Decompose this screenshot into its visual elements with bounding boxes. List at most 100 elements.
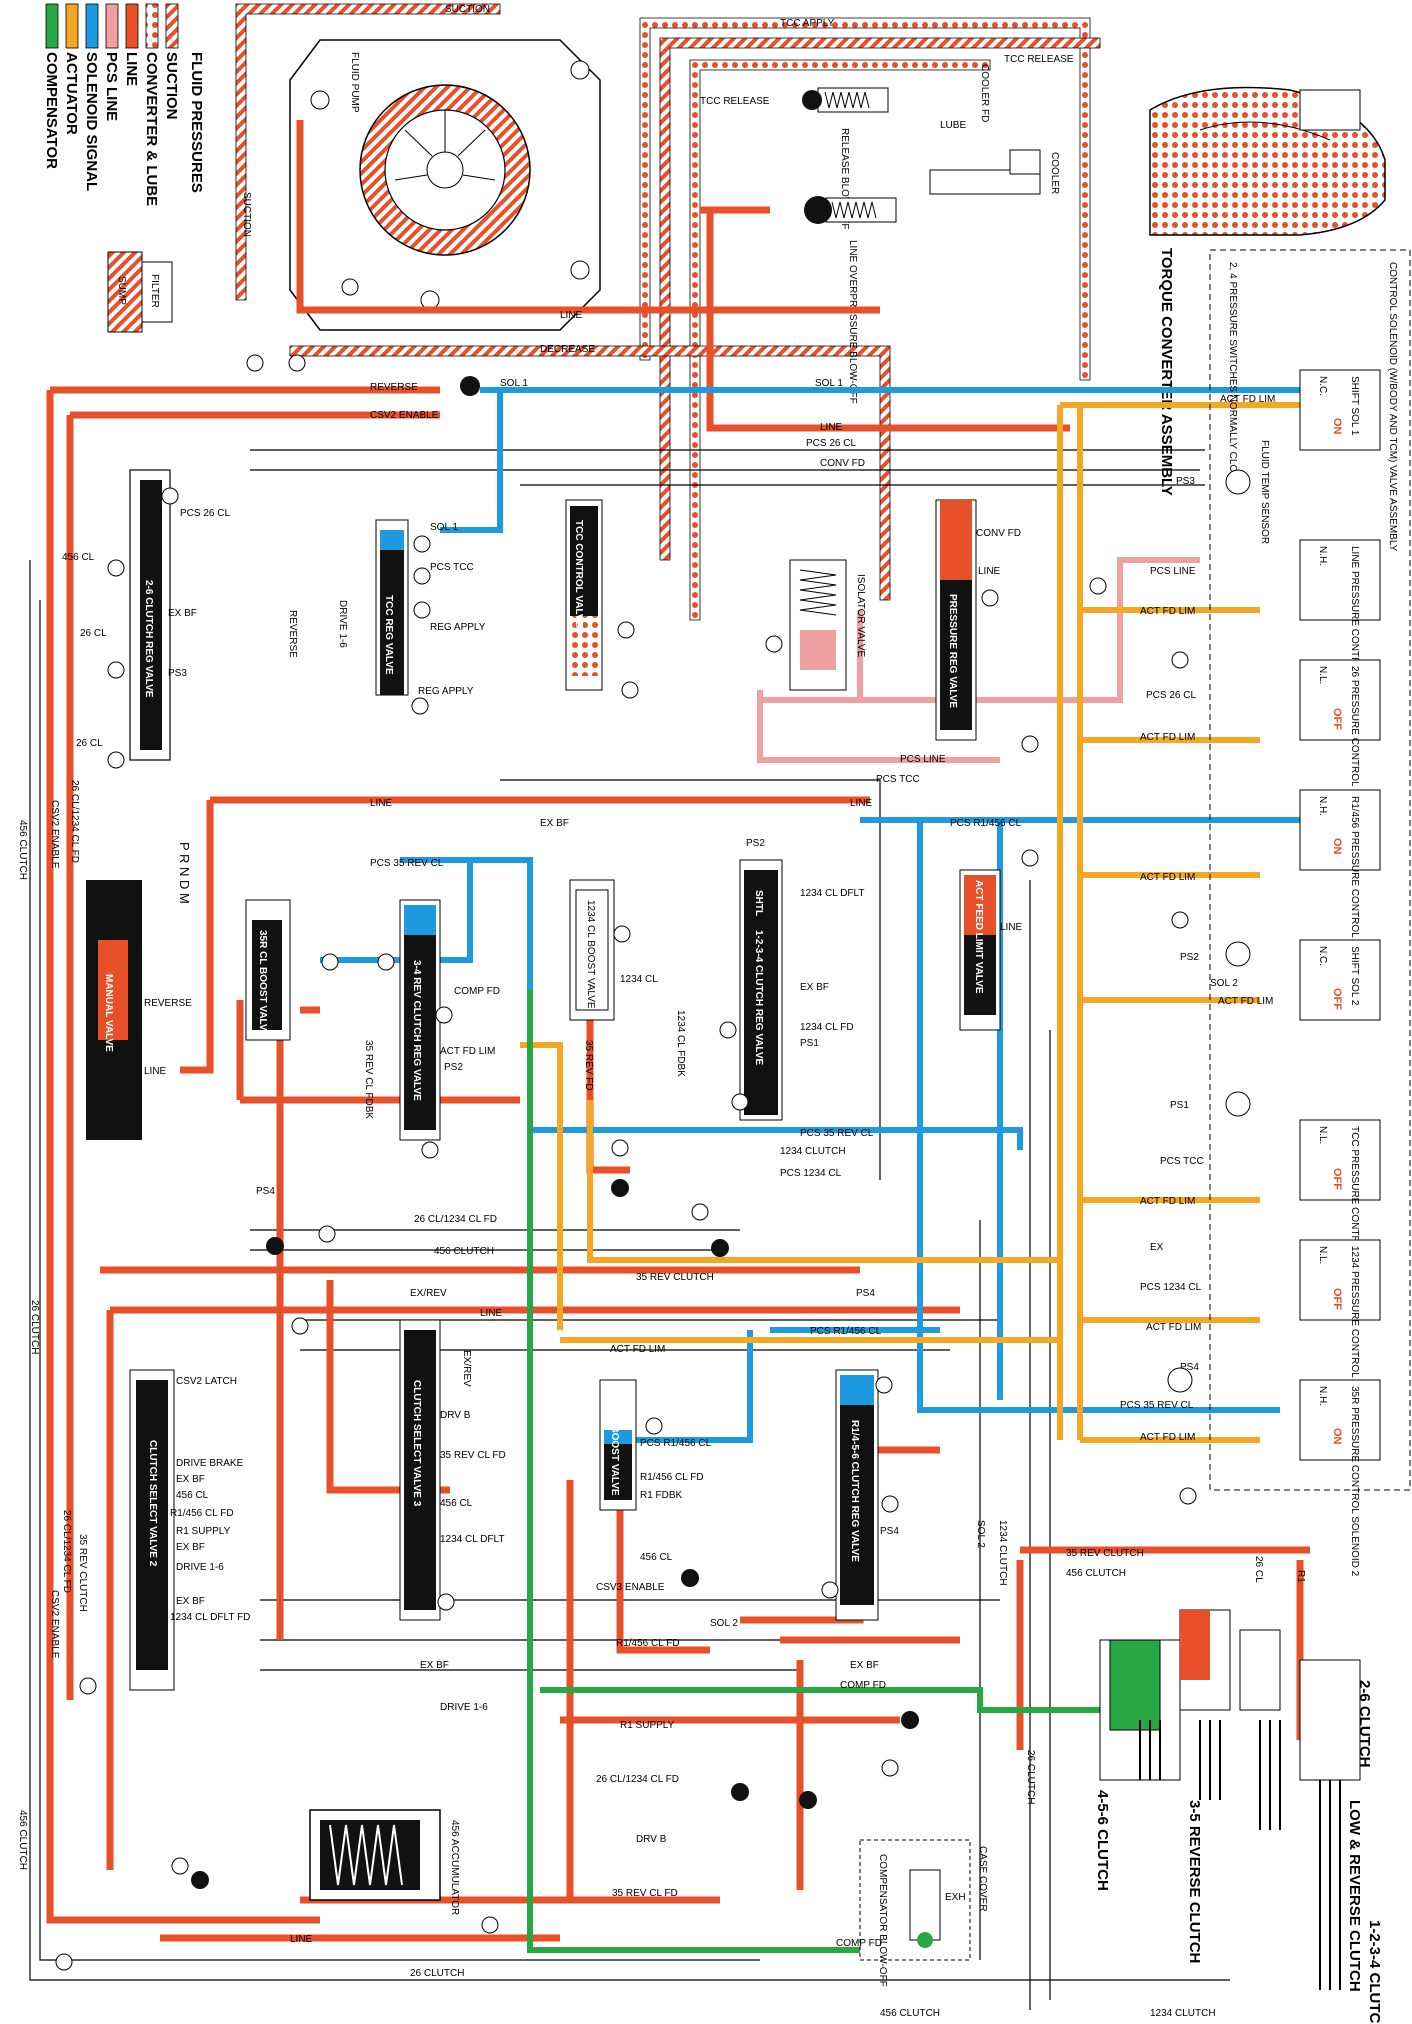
solenoid-7: 1234 PRESSURE CONTROL SOLENOID 5 N.L. OFF (1299, 1239, 1381, 1441)
valve-tcc-control: TCC CONTROL VALVE (565, 499, 603, 691)
suction-passages (235, 3, 1101, 621)
solenoid-body (1299, 539, 1381, 621)
solenoid-body (1299, 789, 1381, 871)
valve-pressure-reg: PRESSURE REG VALVE (935, 499, 977, 741)
manual-valve-label: MANUAL VALVE (103, 974, 114, 1052)
decrease-passage (289, 345, 891, 601)
solenoid-name: 1234 PRESSURE CONTROL SOLENOID 5 (1349, 1246, 1360, 1441)
converter-apply-passage (659, 37, 1101, 561)
label-reverse: REVERSE (370, 382, 418, 393)
label-pcs35rev-2: PCS 35 REV CL (800, 1128, 874, 1139)
solenoid-3: 26 PRESSURE CONTROL SOLENOID 4N.L.OFF (1299, 659, 1381, 849)
label-456cl-4: 456 CL (640, 1552, 673, 1563)
solenoid-name: TCC PRESSURE CONTROL SOLENOID (1349, 1126, 1360, 1310)
compensator-blowoff: COMPENSATOR BLOW-OFF CASE COVER EXH (859, 1839, 988, 1987)
solenoid-1: SHIFT SOL 1N.C.ON (1299, 369, 1381, 451)
label-line-3: LINE (370, 798, 393, 809)
check-balls (191, 376, 919, 1889)
fluid-pump-label: FLUID PUMP (349, 52, 360, 113)
label-line-2: LINE (978, 566, 1001, 577)
solenoid-state: OFF (1331, 1168, 1343, 1190)
filter-sump: SUMP FILTER (107, 251, 173, 333)
label-35rev-clutch-side: 35 REV CLUTCH (77, 1534, 88, 1612)
label-26cl-right: 26 CL (1253, 1556, 1264, 1583)
line-pressure-passages (46, 120, 1310, 1942)
label-reg-apply: REG APPLY (430, 622, 486, 633)
filter-label: FILTER (149, 274, 160, 308)
solenoid-state: OFF (1331, 1288, 1343, 1310)
label-26cl-1234fd-side: 26 CL/1234 CL FD (69, 780, 80, 863)
label-conv-fd-2: CONV FD (976, 528, 1021, 539)
csv2-label: CLUTCH SELECT VALVE 2 (147, 1440, 158, 1567)
label-pcs-r1456-2: PCS R1/456 CL (810, 1326, 882, 1337)
label-ex-rev: EX/REV (410, 1288, 447, 1299)
solenoid-name: R1/456 PRESSURE CONTROL SOLENOID 3 (1349, 796, 1360, 1001)
legend-title: FLUID PRESSURES (188, 52, 205, 193)
sump-label: SUMP (116, 276, 127, 305)
label-act-fd-lim-3: ACT FD LIM (1140, 732, 1195, 743)
fluid-temp-sensor-label: FLUID TEMP SENSOR (1259, 440, 1270, 544)
label-456cl-3: 456 CL (440, 1498, 473, 1509)
case-cover-label: CASE COVER (977, 1846, 988, 1912)
label-ps3: PS3 (1176, 476, 1195, 487)
fluid-pump: FLUID PUMP (289, 39, 601, 331)
legend-swatch-compensator (45, 3, 59, 49)
lube-label: LUBE (940, 120, 966, 131)
label-456cl: 456 CL (62, 552, 95, 563)
valve-r1456-reg: R1/4-5-6 CLUTCH REG VALVE (835, 1369, 879, 1621)
label-reg-apply-2: REG APPLY (418, 686, 474, 697)
label-1234cl: 1234 CL (620, 974, 658, 985)
valve-1234-reg: SHTL 1-2-3-4 CLUTCH REG VALVE (739, 859, 783, 1121)
label-line-7: LINE (480, 1308, 503, 1319)
label-tcc-release-top: TCC RELEASE (1004, 54, 1074, 65)
label-35rev-fd: 35 REV FD (583, 1040, 594, 1091)
label-pcs35rev: PCS 35 REV CL (370, 858, 444, 869)
label-decrease: DECREASE (540, 344, 595, 355)
legend-swatch-suction (165, 3, 179, 49)
label-pcs1234cl-2: PCS 1234 CL (1140, 1282, 1202, 1293)
solenoid-body (1299, 1119, 1381, 1201)
label-456clutch: 456 CLUTCH (434, 1246, 494, 1257)
legend-label-converter: CONVERTER & LUBE (143, 52, 160, 206)
label-r1456clfd-2: R1/456 CL FD (170, 1508, 234, 1519)
label-ps4-2: PS4 (856, 1288, 875, 1299)
label-csv2-enable-side-2: CSV2 ENABLE (49, 1590, 60, 1659)
label-ps3-2: PS3 (168, 668, 187, 679)
label-act-fd-lim-7: ACT FD LIM (1140, 1196, 1195, 1207)
passage-labels: SUCTION SUCTION TCC APPLY TCC RELEASE TC… (17, 4, 1306, 2019)
label-ps4: PS4 (256, 1186, 275, 1197)
reg-3-4-rev-label: 3-4 REV CLUTCH REG VALVE (411, 960, 422, 1101)
solenoid-state: ON (1331, 838, 1343, 855)
isolator-label: ISOLATOR VALVE (855, 574, 866, 658)
label-ps4-3: PS4 (1180, 1362, 1199, 1373)
label-456clutch-3: 456 CLUTCH (880, 2008, 940, 2019)
label-26clutch-side-2: 26 CLUTCH (1025, 1750, 1036, 1804)
label-35rev-cl-fdbk: 35 REV CL FDBK (363, 1040, 374, 1119)
label-35rev-clutch: 35 REV CLUTCH (636, 1272, 714, 1283)
solenoid-type: N.L. (1317, 1246, 1328, 1264)
label-pcs-line: PCS LINE (1150, 566, 1196, 577)
label-26cl: 26 CL (80, 628, 107, 639)
release-blowoff: RELEASE BLOW-OFF (802, 87, 889, 230)
reg-1234-label: 1-2-3-4 CLUTCH REG VALVE (753, 930, 764, 1066)
label-conv-fd: CONV FD (820, 458, 865, 469)
label-35rev-cl-fd: 35 REV CL FD (440, 1450, 506, 1461)
label-tcc-apply: TCC APPLY (780, 18, 835, 29)
label-pcs-r1456: PCS R1/456 CL (950, 818, 1022, 829)
clutch-456-label: 4-5-6 CLUTCH (1094, 1790, 1111, 1891)
solenoid-type: N.C. (1317, 376, 1328, 396)
reg-r1456-label: R1/4-5-6 CLUTCH REG VALVE (849, 1420, 860, 1562)
accumulator-456-label: 456 ACCUMULATOR (449, 1820, 460, 1915)
exh-label: EXH (945, 1892, 966, 1903)
legend-swatch-line (125, 3, 139, 49)
csv3-label: CLUTCH SELECT VALVE 3 (411, 1380, 422, 1507)
solenoid-type: N.L. (1317, 1126, 1328, 1144)
compensator-blowoff-label: COMPENSATOR BLOW-OFF (877, 1854, 888, 1987)
reference-numbers (55, 278, 1251, 1971)
label-1234cl-fd: 1234 CL FD (800, 1022, 854, 1033)
valve-csv2: CLUTCH SELECT VALVE 2 (129, 1369, 175, 1691)
label-csv2-enable: CSV2 ENABLE (370, 410, 439, 421)
solenoid-name: 26 PRESSURE CONTROL SOLENOID 4 (1349, 666, 1360, 849)
